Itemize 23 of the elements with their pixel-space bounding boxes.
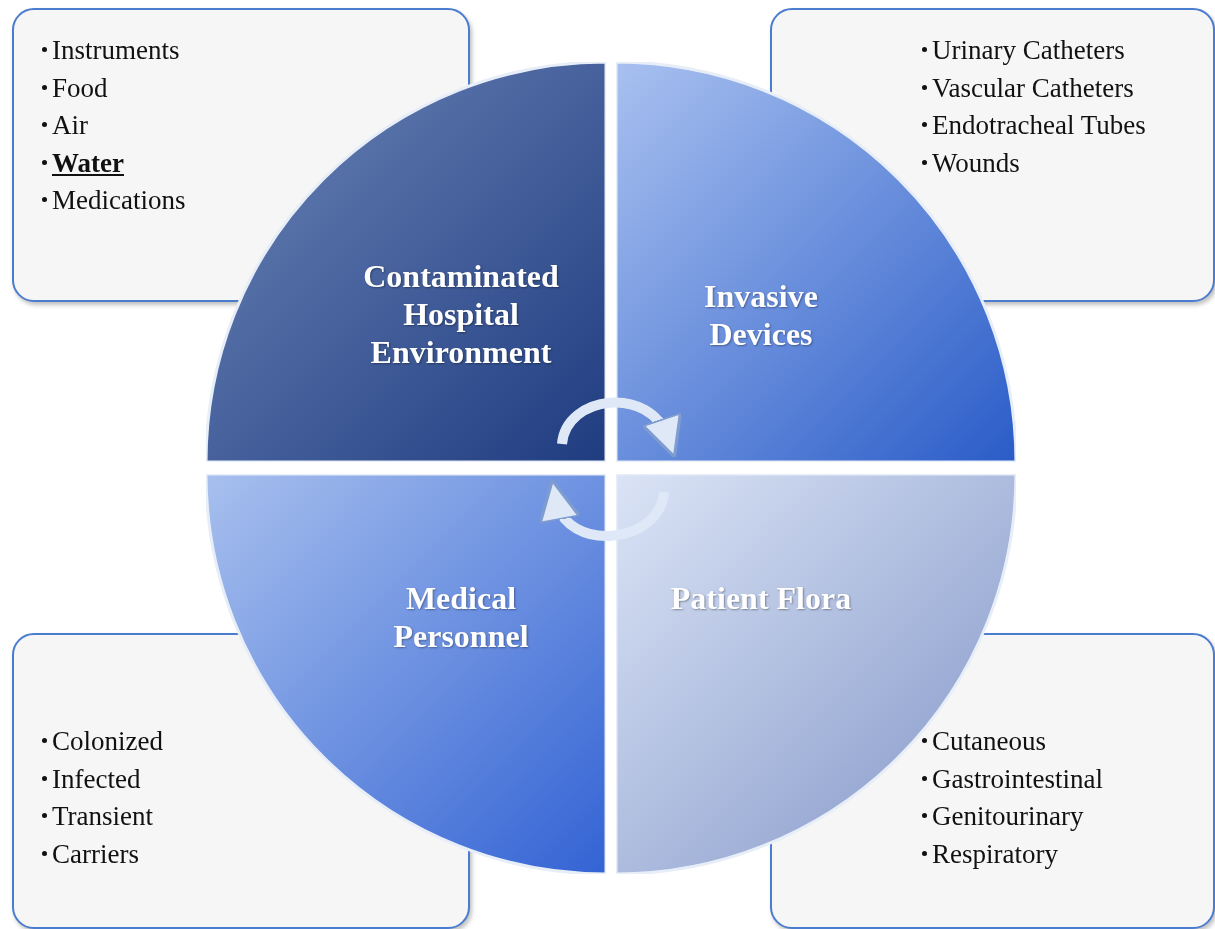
list-item-text: Water bbox=[52, 147, 124, 178]
quadrant-title: Contaminated Hospital Environment bbox=[362, 257, 560, 371]
list-item-text: Food bbox=[52, 72, 108, 103]
curved-arrow bbox=[557, 397, 679, 458]
list-item-text: Genitourinary bbox=[932, 801, 1084, 831]
list-item-text: Cutaneous bbox=[932, 726, 1046, 756]
quadrant-title: Invasive Devices bbox=[703, 277, 819, 353]
list-item-text: Infected bbox=[52, 763, 141, 794]
list-item-text: Endotracheal Tubes bbox=[932, 110, 1146, 140]
list-item-text: Respiratory bbox=[932, 838, 1058, 869]
list-item-text: Vascular Catheters bbox=[932, 72, 1134, 103]
list-item-text: Urinary Catheters bbox=[932, 35, 1125, 65]
list-item-text: Medications bbox=[52, 185, 186, 215]
list-item-text: Gastrointestinal bbox=[932, 763, 1103, 794]
list-item-text: Instruments bbox=[52, 35, 180, 65]
quadrant-title: Patient Flora bbox=[669, 579, 853, 617]
list-item-text: Colonized bbox=[52, 726, 163, 756]
list-item-text: Air bbox=[52, 110, 88, 140]
curved-arrow bbox=[542, 479, 669, 541]
quadrant-title: Medical Personnel bbox=[392, 579, 530, 655]
list-item-text: Wounds bbox=[932, 147, 1020, 178]
list-item-text: Transient bbox=[52, 801, 153, 831]
list-item-text: Carriers bbox=[52, 838, 139, 869]
